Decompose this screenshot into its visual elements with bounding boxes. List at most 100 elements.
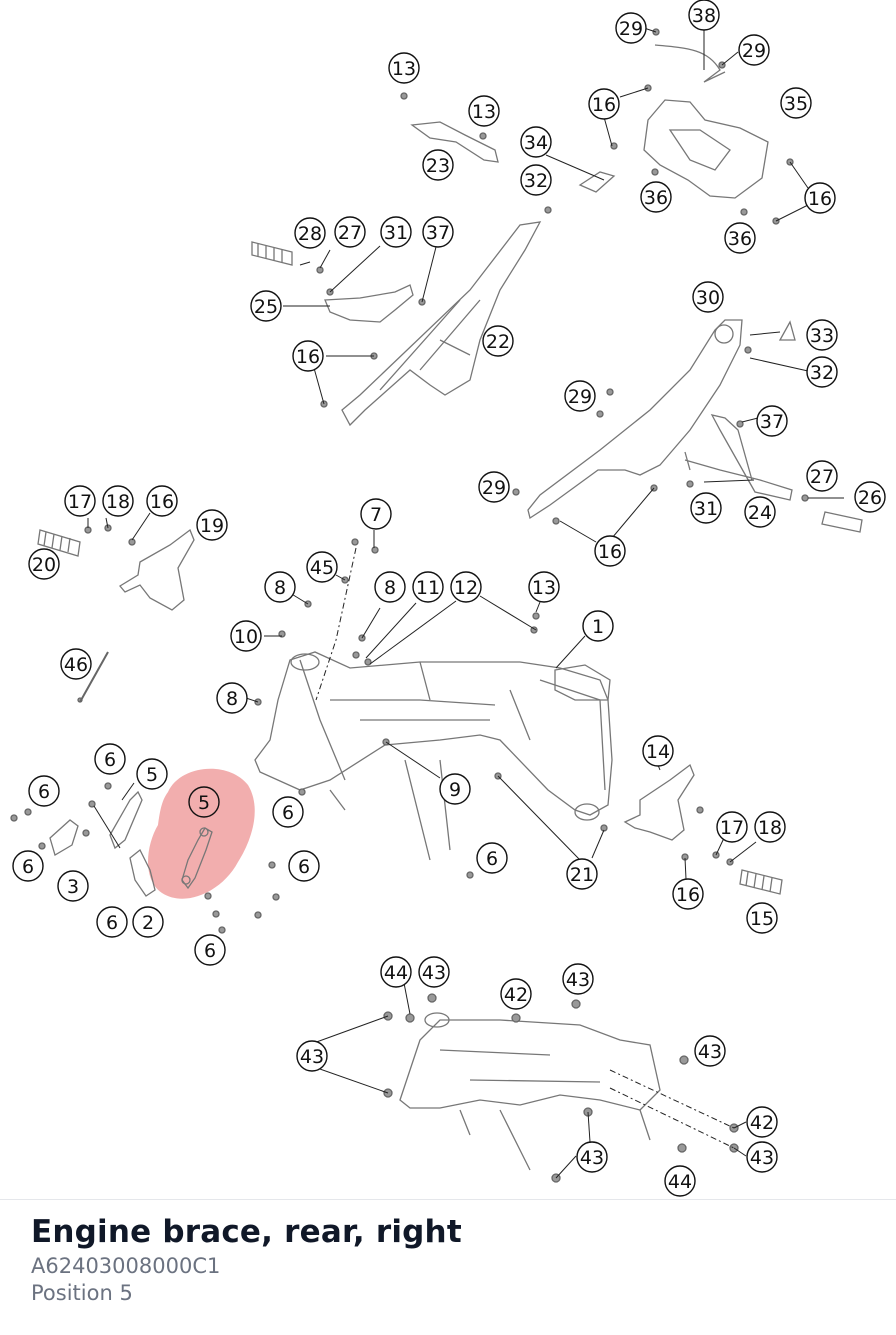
callout-36[interactable]: 36 [724, 222, 756, 254]
callout-35[interactable]: 35 [780, 87, 812, 119]
callout-label: 45 [310, 557, 334, 579]
callout-44[interactable]: 44 [380, 956, 412, 988]
callout-19[interactable]: 19 [196, 509, 228, 541]
callout-16[interactable]: 16 [588, 88, 620, 120]
callout-circle [562, 963, 594, 995]
callout-label: 32 [810, 362, 834, 384]
callout-13[interactable]: 13 [528, 571, 560, 603]
callout-1[interactable]: 1 [582, 610, 614, 642]
callout-20[interactable]: 20 [28, 548, 60, 580]
callout-31[interactable]: 31 [380, 216, 412, 248]
callout-32[interactable]: 32 [806, 356, 838, 388]
callout-6[interactable]: 6 [12, 850, 44, 882]
callout-45[interactable]: 45 [306, 551, 338, 583]
callout-circle [264, 571, 296, 603]
callout-43[interactable]: 43 [694, 1035, 726, 1067]
callout-43[interactable]: 43 [576, 1141, 608, 1173]
callout-8[interactable]: 8 [216, 682, 248, 714]
callout-27[interactable]: 27 [334, 216, 366, 248]
callout-31[interactable]: 31 [690, 492, 722, 524]
callout-circle [478, 471, 510, 503]
callout-label: 6 [486, 848, 498, 870]
callout-6[interactable]: 6 [96, 906, 128, 938]
callout-2[interactable]: 2 [132, 906, 164, 938]
callout-26[interactable]: 26 [854, 481, 886, 513]
callout-16[interactable]: 16 [594, 535, 626, 567]
callout-label: 21 [570, 864, 594, 886]
callout-25[interactable]: 25 [250, 290, 282, 322]
callout-12[interactable]: 12 [450, 571, 482, 603]
callout-16[interactable]: 16 [804, 182, 836, 214]
callout-circle [806, 460, 838, 492]
callout-29[interactable]: 29 [478, 471, 510, 503]
callout-34[interactable]: 34 [520, 126, 552, 158]
callout-16[interactable]: 16 [672, 878, 704, 910]
callout-22[interactable]: 22 [482, 325, 514, 357]
callout-44[interactable]: 44 [664, 1165, 696, 1197]
callout-42[interactable]: 42 [746, 1106, 778, 1138]
callout-8[interactable]: 8 [374, 571, 406, 603]
callout-circle [136, 758, 168, 790]
callout-30[interactable]: 30 [692, 281, 724, 313]
callout-46[interactable]: 46 [60, 648, 92, 680]
callout-21[interactable]: 21 [566, 858, 598, 890]
callout-circle [716, 811, 748, 843]
callout-27[interactable]: 27 [806, 460, 838, 492]
callout-circle [528, 571, 560, 603]
callout-13[interactable]: 13 [468, 95, 500, 127]
callout-label: 11 [416, 577, 440, 599]
callout-7[interactable]: 7 [360, 498, 392, 530]
callout-18[interactable]: 18 [102, 485, 134, 517]
callout-3[interactable]: 3 [57, 870, 89, 902]
callout-38[interactable]: 38 [688, 0, 720, 31]
callout-33[interactable]: 33 [806, 319, 838, 351]
callout-circle [296, 1040, 328, 1072]
callout-24[interactable]: 24 [744, 496, 776, 528]
callout-circle [439, 773, 471, 805]
callout-label: 34 [524, 132, 548, 154]
callout-circle [854, 481, 886, 513]
callout-9[interactable]: 9 [439, 773, 471, 805]
callout-label: 9 [449, 779, 461, 801]
callout-14[interactable]: 14 [642, 735, 674, 767]
callout-23[interactable]: 23 [422, 149, 454, 181]
callout-15[interactable]: 15 [746, 902, 778, 934]
callout-28[interactable]: 28 [294, 217, 326, 249]
callout-43[interactable]: 43 [746, 1141, 778, 1173]
callout-5[interactable]: 5 [188, 786, 220, 818]
callout-16[interactable]: 16 [146, 485, 178, 517]
callout-5[interactable]: 5 [136, 758, 168, 790]
callout-29[interactable]: 29 [738, 34, 770, 66]
callout-18[interactable]: 18 [754, 811, 786, 843]
callout-8[interactable]: 8 [264, 571, 296, 603]
callout-13[interactable]: 13 [388, 52, 420, 84]
callout-17[interactable]: 17 [716, 811, 748, 843]
callout-label: 18 [758, 817, 782, 839]
callout-circle [690, 492, 722, 524]
callout-11[interactable]: 11 [412, 571, 444, 603]
callout-37[interactable]: 37 [422, 216, 454, 248]
callout-6[interactable]: 6 [476, 842, 508, 874]
callout-29[interactable]: 29 [564, 380, 596, 412]
callout-circle [60, 648, 92, 680]
callout-17[interactable]: 17 [64, 485, 96, 517]
callout-36[interactable]: 36 [640, 181, 672, 213]
callout-43[interactable]: 43 [418, 956, 450, 988]
leader-lines [87, 27, 844, 1179]
callout-37[interactable]: 37 [756, 405, 788, 437]
callout-43[interactable]: 43 [296, 1040, 328, 1072]
callout-43[interactable]: 43 [562, 963, 594, 995]
callout-29[interactable]: 29 [615, 12, 647, 44]
callout-6[interactable]: 6 [272, 796, 304, 828]
callout-16[interactable]: 16 [292, 340, 324, 372]
callout-32[interactable]: 32 [520, 164, 552, 196]
callout-circle [746, 1106, 778, 1138]
callout-10[interactable]: 10 [230, 620, 262, 652]
callout-42[interactable]: 42 [500, 978, 532, 1010]
callout-label: 1 [592, 616, 604, 638]
callout-6[interactable]: 6 [194, 934, 226, 966]
callout-6[interactable]: 6 [288, 850, 320, 882]
callout-label: 16 [592, 94, 616, 116]
callout-6[interactable]: 6 [28, 775, 60, 807]
callout-6[interactable]: 6 [94, 743, 126, 775]
